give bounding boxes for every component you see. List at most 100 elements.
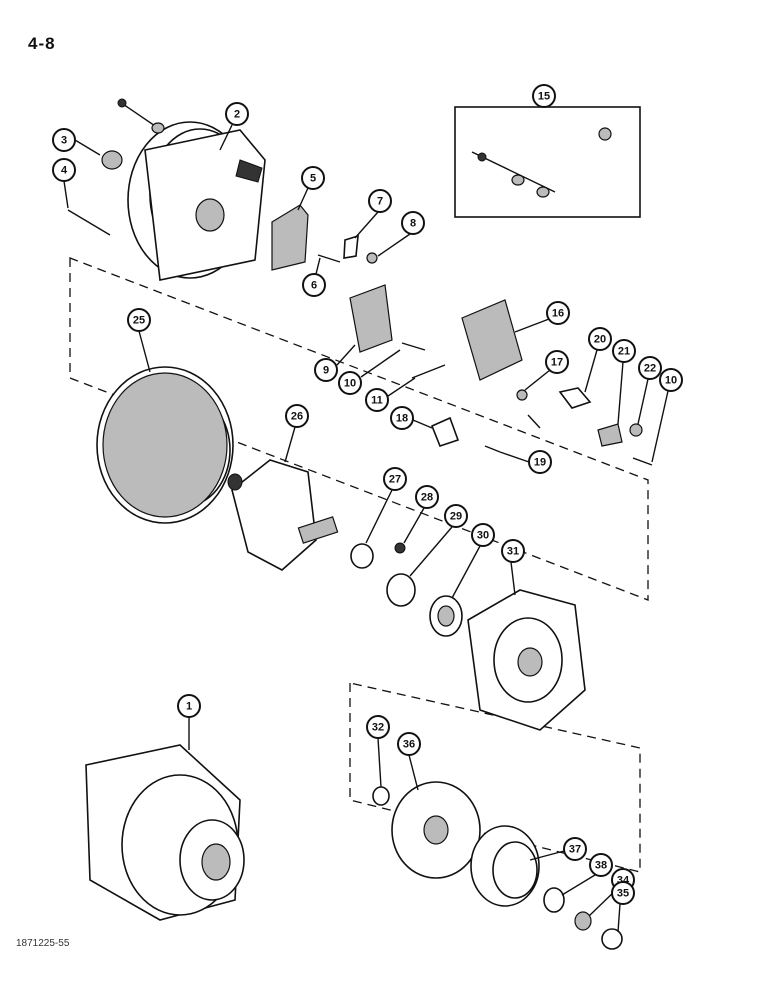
callout-circle — [638, 356, 662, 380]
callout-c27: 27 — [383, 467, 407, 491]
callout-circle — [390, 406, 414, 430]
callout-label: 22 — [644, 363, 656, 375]
callout-c10a: 10 — [338, 371, 362, 395]
callout-circle — [545, 350, 569, 374]
callout-label: 7 — [377, 196, 383, 208]
callout-label: 4 — [61, 165, 68, 177]
clip-7 — [343, 234, 359, 259]
callout-circle — [52, 158, 76, 182]
callout-circle — [471, 523, 495, 547]
callout-c6: 6 — [302, 273, 326, 297]
retainer-plate-29 — [386, 573, 416, 607]
bushing — [101, 150, 123, 170]
callout-label: 28 — [421, 492, 433, 504]
callout-c21: 21 — [612, 339, 636, 363]
callout-circle — [611, 881, 635, 905]
callout-circle — [368, 189, 392, 213]
callout-label: 29 — [450, 511, 462, 523]
callout-circle — [225, 102, 249, 126]
callout-circle — [659, 368, 683, 392]
figure-code: 1871225-55 — [16, 938, 70, 949]
callout-label: 9 — [323, 365, 329, 377]
callout-circle — [365, 388, 389, 412]
assembled-alternator — [85, 744, 245, 921]
callout-c18: 18 — [390, 406, 414, 430]
callout-label: 1 — [186, 701, 192, 713]
callout-label: 2 — [234, 109, 240, 121]
callout-circle — [612, 339, 636, 363]
callout-c19: 19 — [528, 450, 552, 474]
terminal-lead-20 — [558, 387, 592, 409]
screw-10 — [401, 342, 426, 351]
callout-label: 25 — [133, 315, 145, 327]
callout-c32: 32 — [366, 715, 390, 739]
callout-c28: 28 — [415, 485, 439, 509]
screw-19b — [527, 414, 541, 429]
washer-22 — [629, 423, 643, 437]
screw-28 — [394, 542, 406, 554]
callout-label: 6 — [311, 280, 317, 292]
nut-17 — [516, 389, 528, 401]
callout-c5: 5 — [301, 166, 325, 190]
washer-34 — [574, 911, 592, 931]
callout-circle — [302, 273, 326, 297]
callout-circle — [285, 404, 309, 428]
capacitor-18 — [430, 416, 460, 447]
callout-c30: 30 — [471, 523, 495, 547]
callout-circle — [52, 128, 76, 152]
through-bolt — [67, 209, 111, 236]
callout-label: 32 — [372, 722, 384, 734]
callout-circle — [588, 327, 612, 351]
callout-label: 19 — [534, 457, 546, 469]
callout-c10b: 10 — [659, 368, 683, 392]
bearing-27 — [350, 543, 374, 569]
page-number: 4-8 — [28, 34, 56, 53]
callout-label: 37 — [569, 844, 581, 856]
callout-circle — [546, 301, 570, 325]
callout-c17: 17 — [545, 350, 569, 374]
callout-circle — [528, 450, 552, 474]
callout-circle — [177, 694, 201, 718]
screw-6 — [317, 254, 341, 263]
callout-c9: 9 — [314, 358, 338, 382]
callout-group: 1234567891011151617181920212210252627282… — [52, 84, 683, 905]
pulley-37 — [470, 825, 540, 907]
callout-label: 38 — [595, 860, 607, 872]
fan-36 — [391, 781, 481, 879]
callout-circle — [563, 837, 587, 861]
callout-c4: 4 — [52, 158, 76, 182]
callout-circle — [415, 485, 439, 509]
callout-circle — [401, 211, 425, 235]
nut-8 — [366, 252, 378, 264]
callout-c37: 37 — [563, 837, 587, 861]
callout-label: 18 — [396, 413, 408, 425]
callout-c3: 3 — [52, 128, 76, 152]
callout-c1: 1 — [177, 694, 201, 718]
callout-label: 26 — [291, 411, 303, 423]
callout-c31: 31 — [501, 539, 525, 563]
callout-circle — [589, 853, 613, 877]
callout-circle — [314, 358, 338, 382]
callout-c16: 16 — [546, 301, 570, 325]
callout-label: 16 — [552, 308, 564, 320]
callout-c36: 36 — [397, 732, 421, 756]
screw-10b — [632, 457, 653, 466]
terminal-stud-kit — [471, 127, 612, 198]
callout-c8: 8 — [401, 211, 425, 235]
rotor — [227, 459, 339, 571]
stator — [96, 366, 234, 524]
screw-19 — [484, 445, 501, 453]
callout-circle — [338, 371, 362, 395]
callout-label: 11 — [371, 395, 383, 407]
callout-c20: 20 — [588, 327, 612, 351]
callout-label: 21 — [618, 346, 630, 358]
brush-holder — [349, 284, 393, 353]
callout-circle — [532, 84, 556, 108]
callout-c2: 2 — [225, 102, 249, 126]
rear-frame — [117, 98, 266, 281]
callout-circle — [397, 732, 421, 756]
callout-label: 35 — [617, 888, 629, 900]
callout-label: 20 — [594, 334, 606, 346]
callout-c22: 22 — [638, 356, 662, 380]
